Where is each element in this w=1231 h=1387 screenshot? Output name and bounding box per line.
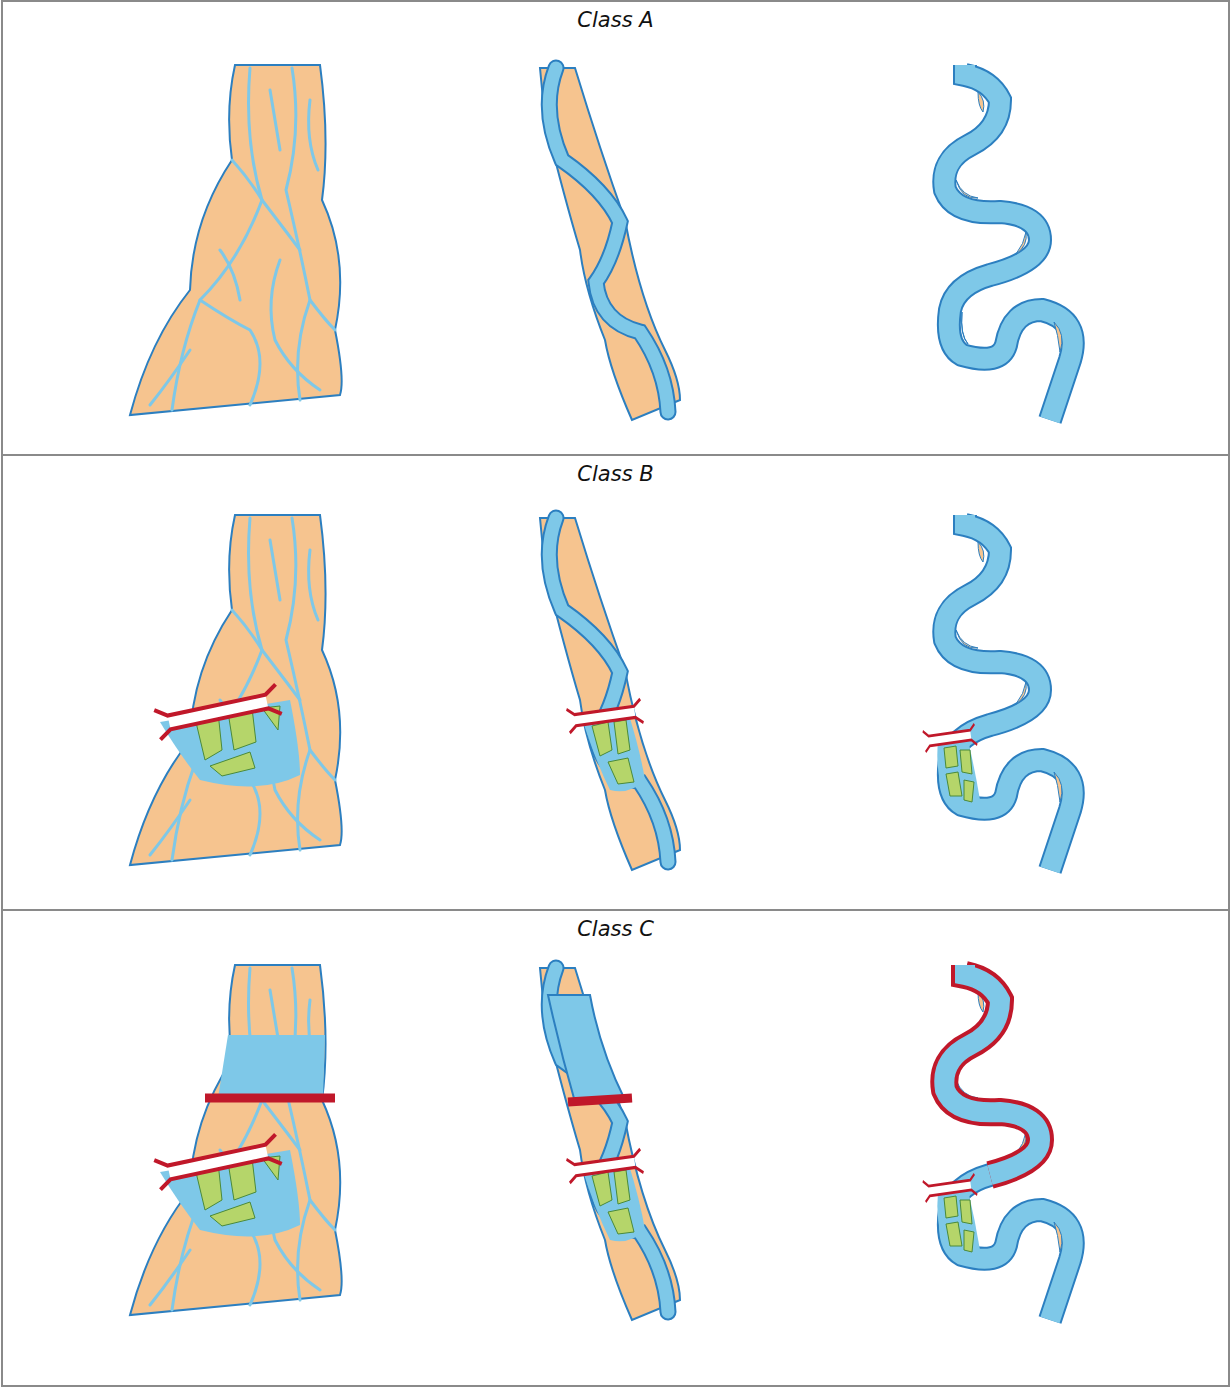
class-heading: Class B [3, 462, 1228, 486]
class-panel: Class C [1, 909, 1230, 1387]
class-heading: Class A [3, 8, 1228, 32]
class-panel: Class A [1, 0, 1230, 456]
class-panel: Class B [1, 454, 1230, 911]
class-heading: Class C [3, 917, 1228, 941]
